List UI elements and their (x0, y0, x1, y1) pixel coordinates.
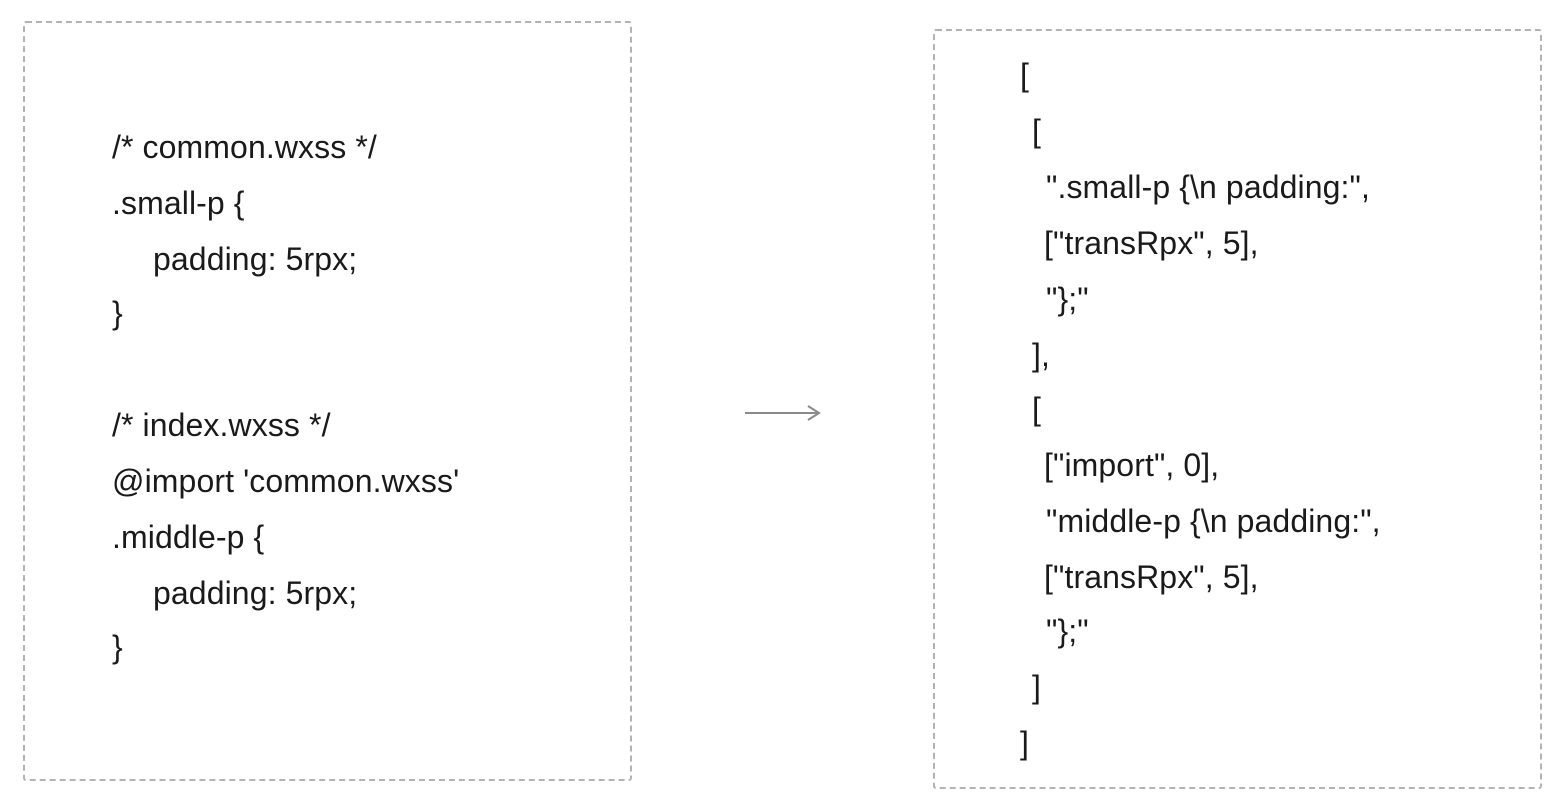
output-line-small-p-string: ".small-p {\n padding:", (1046, 169, 1370, 205)
code-line-small-p-close: } (112, 295, 123, 331)
code-line-common-comment: /* common.wxss */ (112, 129, 377, 165)
output-line-middle-p-string: "middle-p {\n padding:", (1046, 503, 1381, 539)
output-line-second-array-close: ] (1032, 669, 1041, 705)
compiled-output-panel (933, 29, 1542, 789)
code-line-middle-p-close: } (112, 629, 123, 665)
code-line-index-comment: /* index.wxss */ (112, 407, 331, 443)
right-arrow-icon (745, 405, 821, 421)
output-line-close-string-2: "};" (1046, 613, 1089, 649)
output-line-transrpx-2: ["transRpx", 5], (1044, 559, 1259, 595)
code-line-small-p-padding: padding: 5rpx; (153, 241, 358, 277)
output-line-first-array-close: ], (1032, 337, 1050, 373)
code-line-import: @import 'common.wxss' (112, 463, 460, 499)
output-line-outer-open: [ (1020, 57, 1029, 93)
output-line-transrpx-1: ["transRpx", 5], (1044, 225, 1259, 261)
output-line-first-array-open: [ (1032, 113, 1041, 149)
code-line-middle-p-selector: .middle-p { (112, 519, 265, 555)
output-line-import: ["import", 0], (1044, 447, 1220, 483)
code-line-middle-p-padding: padding: 5rpx; (153, 575, 358, 611)
source-code-panel (23, 21, 632, 781)
output-line-second-array-open: [ (1032, 391, 1041, 427)
output-line-close-string-1: "};" (1046, 281, 1089, 317)
code-line-small-p-selector: .small-p { (112, 185, 245, 221)
output-line-outer-close: ] (1020, 725, 1029, 761)
